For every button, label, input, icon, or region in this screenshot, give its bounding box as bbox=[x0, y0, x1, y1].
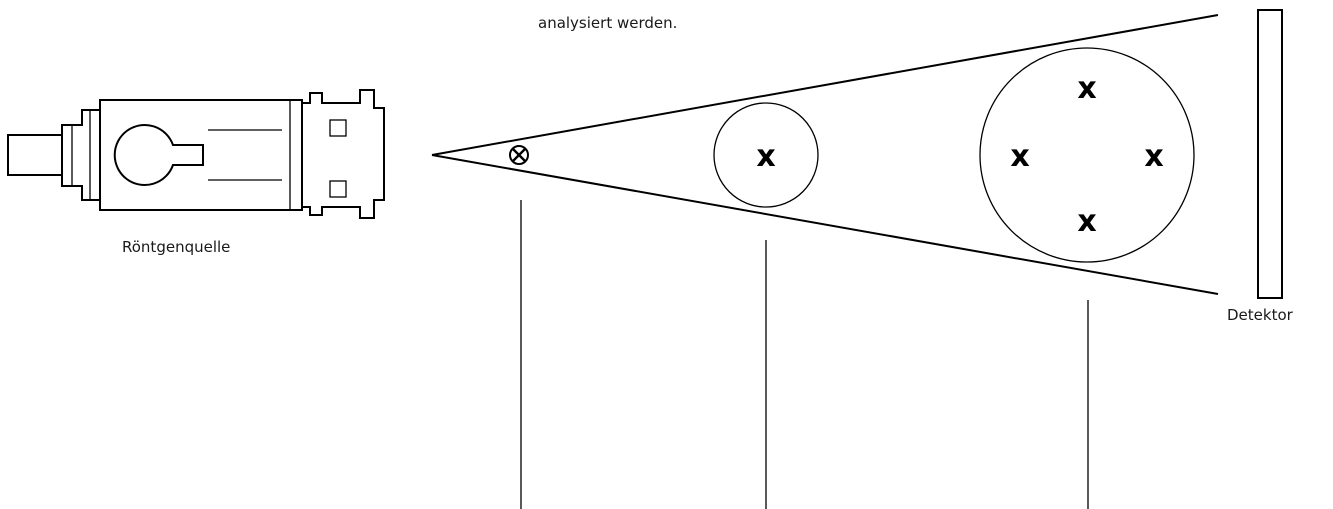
beam-edge-bottom bbox=[431, 154, 1219, 295]
tube-anode bbox=[113, 124, 204, 186]
sample-large-marker-bottom: x bbox=[1077, 204, 1096, 239]
sample-large-outline bbox=[979, 47, 1195, 263]
sample-large: x x x x bbox=[979, 47, 1195, 263]
sample-small: x bbox=[713, 102, 819, 208]
detector-label: Detektor bbox=[1227, 306, 1293, 324]
beam-edge-top bbox=[431, 14, 1219, 156]
sample-large-marker-top: x bbox=[1077, 71, 1096, 106]
xray-source-tube bbox=[7, 89, 385, 219]
tube-flange-bottom bbox=[61, 175, 100, 201]
caption-text: analysiert werden. bbox=[538, 14, 678, 32]
tube-port-bottom bbox=[329, 180, 347, 198]
source-label: Röntgenquelle bbox=[122, 238, 231, 256]
tube-flange-top bbox=[61, 109, 100, 135]
focal-marker-circle bbox=[509, 145, 529, 165]
focal-marker bbox=[509, 145, 529, 165]
reference-lines bbox=[520, 200, 1089, 509]
detector-panel bbox=[1257, 9, 1283, 299]
xray-beam-cone bbox=[431, 14, 1219, 295]
tube-rear-cap bbox=[7, 134, 63, 176]
tube-body bbox=[99, 99, 303, 211]
sample-large-marker-left: x bbox=[1010, 139, 1029, 174]
focal-marker-cross-b bbox=[512, 148, 526, 162]
tube-port-top bbox=[329, 119, 347, 137]
sample-small-marker: x bbox=[756, 139, 775, 174]
sample-small-outline bbox=[713, 102, 819, 208]
tube-front-connector bbox=[302, 89, 385, 219]
sample-large-marker-right: x bbox=[1144, 139, 1163, 174]
